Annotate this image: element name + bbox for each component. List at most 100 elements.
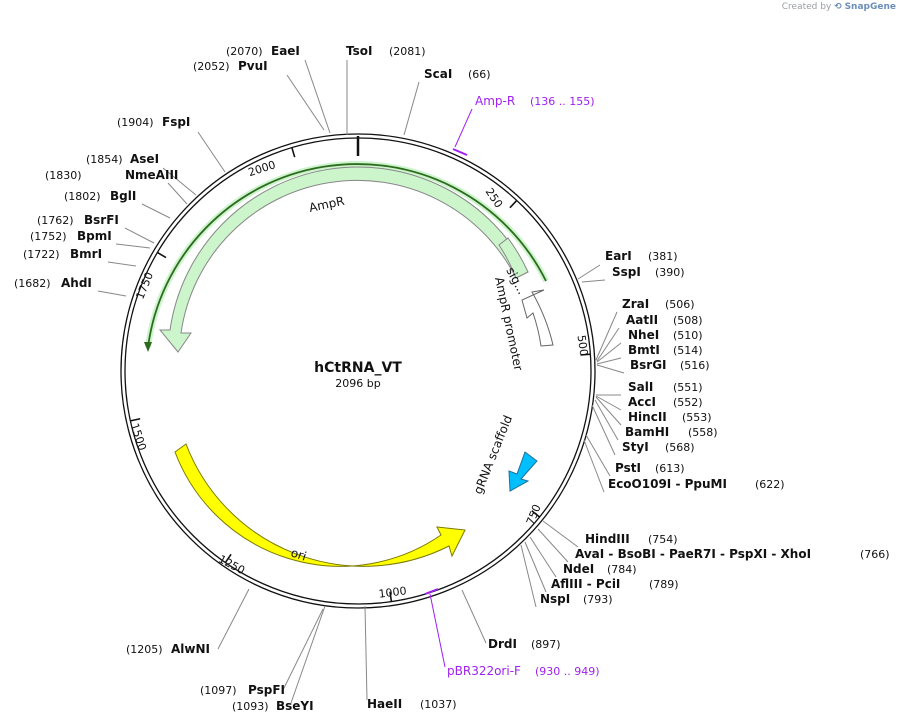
site-leader-line [596, 342, 622, 363]
restriction-site-name[interactable]: TsoI [346, 44, 372, 58]
site-leader-line [197, 131, 226, 173]
primer-mark-pbr322ori-f [424, 588, 439, 595]
restriction-site-position: (766) [860, 548, 890, 561]
restriction-site-name[interactable]: AflIII - PciI [551, 577, 620, 591]
restriction-site-position: (897) [531, 638, 561, 651]
credit-brand: SnapGene [844, 2, 896, 12]
site-leader-line [364, 605, 368, 701]
restriction-site-name[interactable]: DrdI [488, 637, 517, 651]
restriction-site-position: (1205) [126, 643, 163, 656]
restriction-site-name[interactable]: NheI [628, 328, 659, 342]
feature-label-grna-scaffold: gRNA scaffold [471, 413, 515, 496]
restriction-site-name[interactable]: AccI [628, 395, 656, 409]
restriction-site-position: (514) [673, 344, 703, 357]
restriction-site-name[interactable]: BsrFI [84, 213, 119, 227]
site-leader-line [577, 264, 601, 280]
scale-tick [580, 353, 591, 356]
restriction-site-name[interactable]: ScaI [424, 67, 452, 81]
restriction-site-name[interactable]: PspFI [248, 683, 285, 697]
restriction-site-position: (390) [655, 266, 685, 279]
restriction-site-name[interactable]: BseYI [276, 699, 314, 713]
site-leader-line [282, 608, 324, 691]
restriction-site-name[interactable]: AhdI [61, 276, 92, 290]
restriction-site-name[interactable]: BpmI [77, 229, 112, 243]
site-leader-line [290, 605, 326, 704]
site-leader-line [97, 290, 127, 297]
primer-range: (136 .. 155) [530, 95, 595, 108]
restriction-site-name[interactable]: BglI [110, 189, 136, 203]
plasmid-length: 2096 bp [335, 377, 380, 390]
restriction-site-name[interactable]: AatII [626, 313, 658, 327]
site-leader-line [594, 399, 619, 441]
restriction-site-position: (1802) [64, 190, 101, 203]
leader-lines [97, 59, 625, 704]
restriction-site-name[interactable]: PstI [615, 461, 641, 475]
site-leader-line [107, 261, 137, 267]
primer-name[interactable]: Amp-R [475, 94, 515, 108]
restriction-site-name[interactable]: ZraI [622, 297, 649, 311]
restriction-site-name[interactable]: HaeII [367, 697, 402, 711]
restriction-site-name[interactable]: NdeI [563, 562, 594, 576]
site-leader-line [167, 182, 188, 205]
restriction-site-name[interactable]: BsrGI [630, 358, 667, 372]
site-leader-line [115, 243, 151, 249]
scale-tick-label: 1750 [133, 270, 156, 301]
site-leader-line [524, 541, 547, 593]
restriction-site-name[interactable]: EcoO109I - PpuMI [608, 477, 727, 491]
restriction-site-position: (1037) [420, 698, 457, 711]
restriction-site-position: (1682) [14, 277, 51, 290]
restriction-site-position: (789) [649, 578, 679, 591]
restriction-site-position: (506) [665, 298, 695, 311]
restriction-site-name[interactable]: NmeAIII [125, 168, 178, 182]
scale-tick [531, 510, 541, 518]
site-leader-line [403, 81, 420, 136]
primer-name[interactable]: pBR322ori-F [447, 664, 521, 678]
restriction-site-position: (2052) [193, 60, 230, 73]
site-leader-line [585, 434, 611, 477]
site-leader-line [583, 439, 605, 493]
restriction-site-name[interactable]: HindIII [585, 532, 630, 546]
restriction-site-name[interactable]: BamHI [625, 425, 669, 439]
restriction-site-position: (754) [648, 533, 678, 546]
scale-tick [291, 147, 296, 158]
restriction-site-position: (553) [682, 411, 712, 424]
restriction-site-position: (568) [665, 441, 695, 454]
restriction-site-position: (1830) [45, 169, 82, 182]
feature-sig [498, 237, 529, 279]
restriction-site-position: (558) [688, 426, 718, 439]
scale-tick-label: 1250 [216, 553, 247, 578]
restriction-site-name[interactable]: PvuI [238, 59, 268, 73]
site-leader-line [217, 588, 250, 650]
scale-tick-label: 500 [575, 334, 591, 357]
restriction-site-name[interactable]: AlwNI [171, 642, 210, 656]
restriction-site-position: (1904) [117, 116, 154, 129]
site-leader-line [124, 227, 155, 244]
site-leader-line [141, 203, 171, 219]
restriction-site-name[interactable]: EarI [605, 249, 632, 263]
restriction-site-position: (784) [607, 563, 637, 576]
restriction-site-name[interactable]: SalI [628, 380, 653, 394]
restriction-site-name[interactable]: NspI [540, 592, 570, 606]
scale-tick [389, 591, 393, 602]
restriction-site-name[interactable]: StyI [622, 440, 649, 454]
restriction-site-position: (622) [755, 478, 785, 491]
scale-tick-label: 1000 [378, 584, 407, 600]
restriction-site-name[interactable]: HincII [628, 410, 667, 424]
restriction-site-name[interactable]: BmtI [628, 343, 660, 357]
restriction-site-position: (1722) [23, 248, 60, 261]
scale-tick [130, 417, 141, 422]
restriction-site-name[interactable]: AvaI - BsoBI - PaeR7I - PspXI - XhoI [575, 547, 811, 561]
site-leader-line [591, 404, 616, 456]
restriction-site-name[interactable]: EaeI [271, 44, 300, 58]
restriction-site-name[interactable]: BmrI [70, 247, 102, 261]
site-leader-line [581, 279, 606, 283]
restriction-site-name[interactable]: FspI [162, 115, 190, 129]
primer-leader-line [454, 108, 473, 148]
feature-ampr [158, 166, 529, 353]
plasmid-name: hCtRNA_VT [314, 360, 402, 376]
restriction-site-name[interactable]: AseI [130, 152, 159, 166]
feature-label-ori: ori [289, 546, 308, 564]
credit-prefix: Created by [781, 2, 832, 12]
restriction-site-name[interactable]: SspI [612, 265, 641, 279]
ampr-track-line [147, 163, 547, 348]
